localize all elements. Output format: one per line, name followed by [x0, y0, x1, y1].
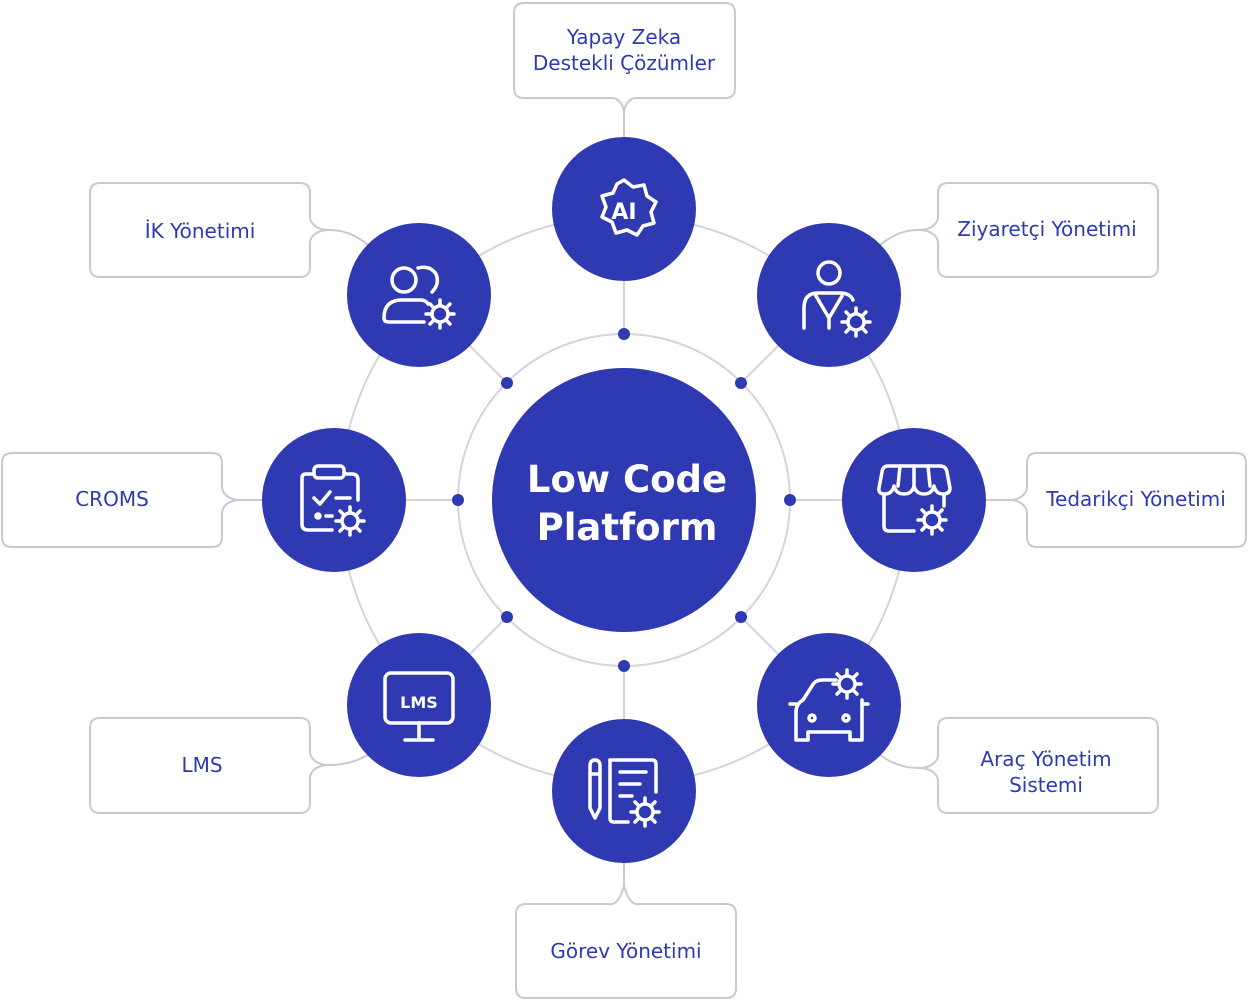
- label-supplier: Tedarikçi Yönetimi: [1045, 487, 1226, 511]
- label-croms: CROMS: [75, 487, 149, 511]
- lms-monitor-icon: LMS: [383, 671, 455, 742]
- label-hr: İK Yönetimi: [145, 219, 256, 243]
- spokes: [406, 280, 842, 720]
- label-box-hr: İK Yönetimi: [89, 182, 327, 278]
- label-vehicle-line1: Araç Yönetim: [980, 747, 1111, 771]
- ai-icon-text: AI: [611, 200, 636, 225]
- label-ai-line1: Yapay Zeka: [566, 25, 681, 49]
- node-circles: [262, 137, 986, 863]
- label-box-lms: LMS: [89, 717, 327, 814]
- center-title-line2: Platform: [537, 506, 718, 549]
- task-gear-icon: [588, 758, 661, 828]
- label-box-ai: Yapay Zeka Destekli Çözümler: [513, 2, 736, 114]
- ring-dots: [452, 328, 796, 672]
- users-gear-icon: [382, 265, 456, 330]
- label-vehicle-line2: Sistemi: [1009, 773, 1083, 797]
- center-title-line1: Low Code: [527, 458, 727, 501]
- label-ai-line2: Destekli Çözümler: [533, 51, 716, 75]
- lms-icon-text: LMS: [400, 693, 438, 712]
- label-lms: LMS: [181, 753, 222, 777]
- car-gear-icon: [788, 668, 870, 742]
- label-box-supplier: Tedarikçi Yönetimi: [1011, 452, 1247, 548]
- label-visitor: Ziyaretçi Yönetimi: [957, 217, 1136, 241]
- store-gear-icon: [877, 464, 952, 536]
- label-box-croms: CROMS: [1, 452, 239, 548]
- ai-gear-icon: AI: [600, 178, 658, 237]
- center-node: Low Code Platform: [492, 368, 756, 632]
- clipboard-gear-icon: [300, 464, 366, 537]
- visitor-gear-icon: [802, 260, 872, 338]
- label-box-vehicle: Araç Yönetim Sistemi: [921, 717, 1159, 814]
- label-box-visitor: Ziyaretçi Yönetimi: [921, 182, 1159, 278]
- label-connectors: [238, 110, 1012, 885]
- label-box-task: Görev Yönetimi: [515, 884, 737, 999]
- label-task: Görev Yönetimi: [550, 939, 701, 963]
